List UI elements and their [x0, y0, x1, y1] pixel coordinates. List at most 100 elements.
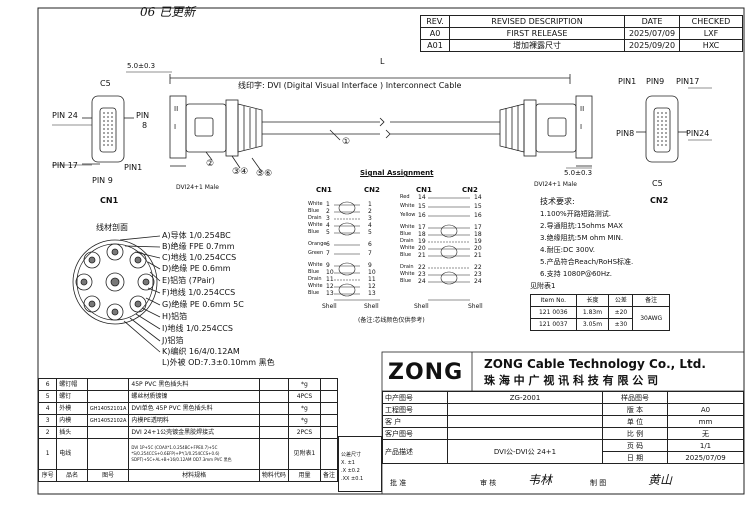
pin-number: 6: [368, 241, 372, 248]
pin-number: 13: [368, 290, 376, 297]
bom-no: 4: [37, 402, 58, 415]
signal-cn2-right: CN2: [462, 186, 478, 194]
bom-note: [319, 402, 339, 415]
layer-label: I)地线 1/0.254CCS: [162, 324, 233, 333]
pin-number: 23: [474, 271, 482, 278]
pin-number: 3: [368, 215, 372, 222]
bom-spec: DVI 24+1公壳镀金黑胶焊接式: [128, 426, 260, 439]
signal-cn2-left: CN2: [364, 186, 380, 194]
pin-number: 20: [474, 245, 482, 252]
bom-header: 用量: [287, 469, 321, 482]
bom-qty: *g: [287, 378, 321, 391]
wire-color-label: Blue: [400, 278, 412, 284]
pin-number: 14: [418, 194, 426, 201]
tb-label: 客 户: [382, 415, 448, 428]
bom-code: [86, 378, 130, 391]
pin-number: 2: [326, 208, 330, 215]
pin-number: 16: [418, 212, 426, 219]
pin-number: 18: [418, 231, 426, 238]
pin-number: 16: [474, 212, 482, 219]
wire-color-label: Yellow: [400, 212, 416, 218]
checked-cell: HXC: [679, 39, 743, 52]
layer-label: E)铝箔 (7Pair): [162, 276, 215, 285]
pin-number: 5: [368, 229, 372, 236]
callout-b: ③④: [232, 167, 249, 177]
tb-rvalue: [667, 391, 744, 404]
bom-no: 1: [37, 438, 58, 470]
tech-item: 5.产品符合Reach/RoHS标准.: [540, 258, 634, 266]
pin-number: 22: [418, 264, 426, 271]
tb-rvalue: 1/1: [667, 439, 744, 452]
bom-code: GH14052102A: [86, 414, 130, 427]
bom-note: [319, 414, 339, 427]
rev-header: REV.: [420, 15, 450, 28]
pin-number: 11: [368, 276, 376, 283]
cn1-c5: C5: [100, 79, 111, 88]
cn1-pin1: PIN1: [124, 163, 143, 172]
roman-2-left: II: [174, 105, 179, 113]
wire-color-label: Blue: [308, 208, 320, 214]
bom-code: GH14052101A: [86, 402, 130, 415]
roman-2-right: II: [580, 105, 585, 113]
tb-label: 产品描述: [382, 439, 448, 464]
pin-number: 12: [326, 283, 334, 290]
cable-drawing: [82, 74, 688, 173]
cn1-caption: DVI24+1 Male: [176, 184, 219, 191]
tb-rlabel: 页 码: [602, 439, 668, 452]
company-name-cn: 珠 海 中 广 视 讯 科 技 有 限 公 司: [484, 374, 659, 387]
checked-cell: LXF: [679, 27, 743, 40]
approve-label: 批 准: [390, 479, 407, 487]
bom-no: 3: [37, 414, 58, 427]
wire-color-label: White: [308, 201, 323, 207]
tech-title: 技术要求:: [540, 197, 575, 206]
pin-number: 20: [418, 245, 426, 252]
pin-number: 3: [326, 215, 330, 222]
bom-spec: 螺丝材质镀镍: [128, 390, 260, 403]
wire-color-label: White: [400, 245, 415, 251]
pin-number: 5: [326, 229, 330, 236]
wire-color-label: Drain: [400, 264, 414, 270]
wire-color-label: Blue: [308, 229, 320, 235]
bom-name: 插头: [56, 426, 88, 439]
bom-no: 5: [37, 390, 58, 403]
bom-header: 图号: [86, 469, 130, 482]
rev-cell: A01: [420, 39, 450, 52]
wire-color-label: White: [308, 283, 323, 289]
roman-1-left: I: [174, 123, 177, 131]
pin-number: 15: [418, 203, 426, 210]
tolerance-line: .XX ±0.1: [341, 476, 364, 482]
layer-label: D)绝缘 PE 0.6mm: [162, 264, 231, 273]
tb-rlabel: 日 期: [602, 451, 668, 464]
bom-header: 材料规格: [128, 469, 260, 482]
signal-cn1-right: CN1: [416, 186, 432, 194]
pin-number: 22: [474, 264, 482, 271]
bom-code: [86, 438, 130, 470]
pin-number: 10: [368, 269, 376, 276]
cn2-pin8: PIN8: [616, 129, 635, 138]
bom-name: 螺钉帽: [56, 378, 88, 391]
pin-number: 13: [326, 290, 334, 297]
wire-color-label: White: [308, 222, 323, 228]
see-header: 公差: [608, 294, 634, 307]
cross-section-drawing: [72, 235, 161, 353]
cn2-c5: C5: [652, 179, 663, 188]
bom-spec: DVI单色 45P PVC 黑色插头料: [128, 402, 260, 415]
shell-right-cn2: Shell: [468, 303, 483, 310]
checked-header: CHECKED: [679, 15, 743, 28]
bom-spec: 内模PE透明料: [128, 414, 260, 427]
bom-mat: [258, 390, 289, 403]
wire-color-label: Green: [308, 250, 324, 256]
wire-color-label: Drain: [308, 276, 322, 282]
shell-left-cn2: Shell: [364, 303, 379, 310]
wire-color-label: White: [400, 224, 415, 230]
wire-color-label: Orange: [308, 241, 327, 247]
layer-label: B)绝缘 FPE 0.7mm: [162, 242, 235, 251]
dim-left: 5.0±0.3: [127, 62, 156, 70]
shell-right-cn1: Shell: [414, 303, 429, 310]
tb-rlabel: 比 例: [602, 427, 668, 440]
tech-item: 3.绝缘阻抗:5M ohm MIN.: [540, 234, 624, 242]
desc-header: REVISED DESCRIPTION: [449, 15, 625, 28]
tb-label: 中产图号: [382, 391, 448, 404]
cn1-name: CN1: [100, 196, 119, 205]
